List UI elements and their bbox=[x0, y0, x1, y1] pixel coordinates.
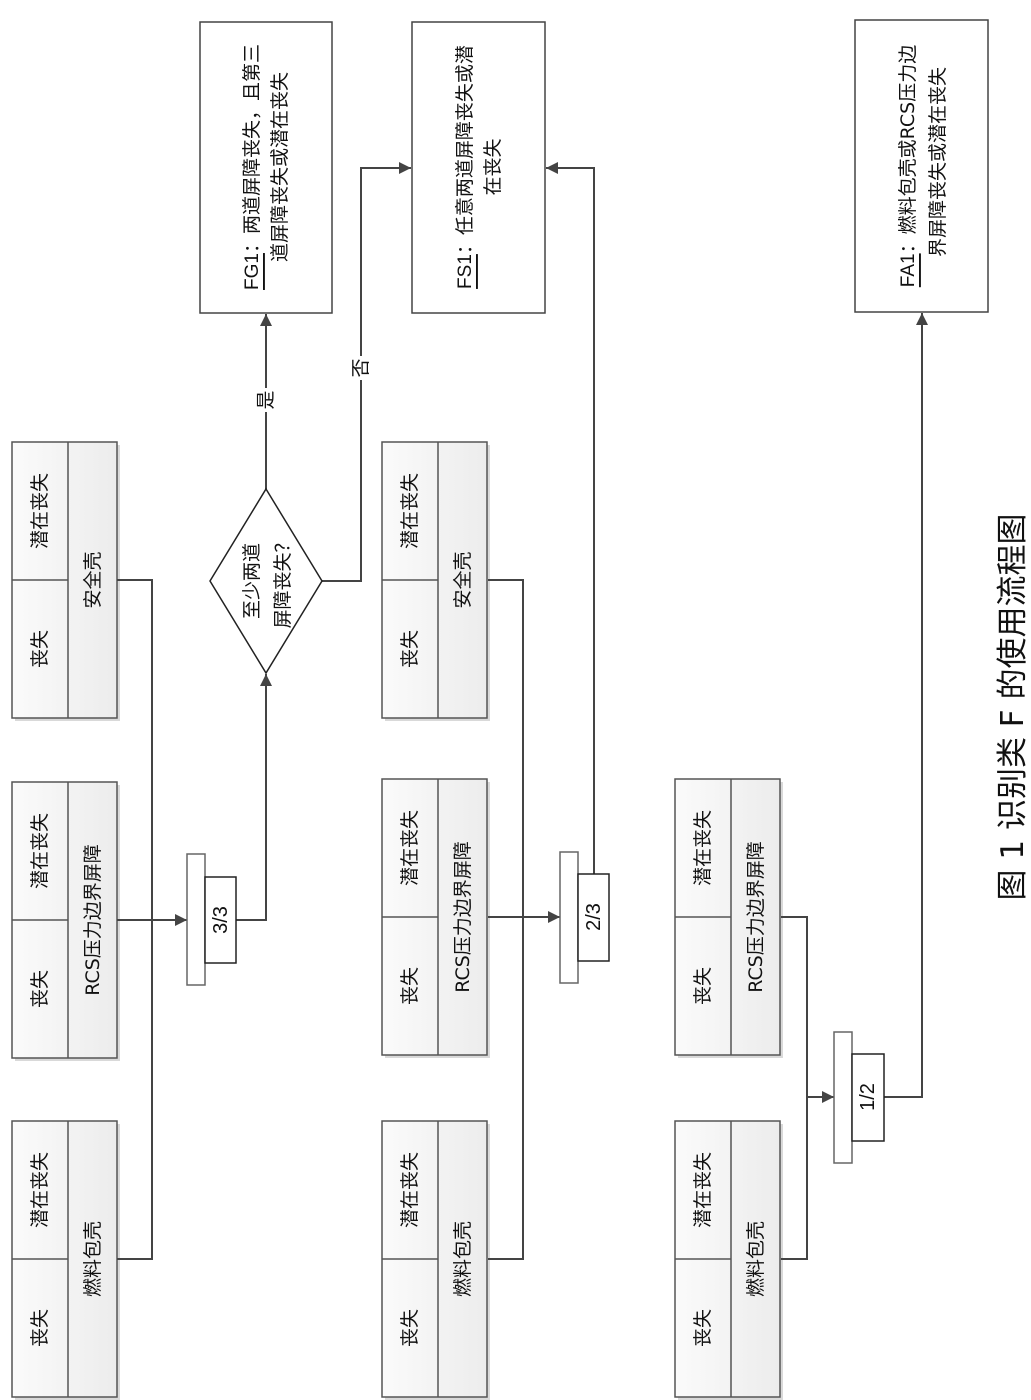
fg1-text: ：两道屏障丧失，且第三 bbox=[241, 44, 263, 253]
fg1-line1: FG1：两道屏障丧失，且第三 bbox=[241, 44, 263, 290]
decision-line2: 屏障丧失？ bbox=[272, 533, 294, 628]
potential-loss-cell: 潜在丧失 bbox=[692, 810, 714, 886]
yes-label: 是 bbox=[255, 390, 277, 409]
potential-loss-cell: 潜在丧失 bbox=[29, 473, 51, 549]
potential-loss-cell: 潜在丧失 bbox=[29, 1152, 51, 1228]
fs1-text: ：任意两道屏障丧失或潜 bbox=[454, 45, 476, 254]
outcome-fs1: FS1：任意两道屏障丧失或潜 在丧失 bbox=[411, 21, 546, 314]
barrier-name: 燃料包壳 bbox=[452, 1221, 474, 1297]
fa1-line1: FA1：燃料包壳或RCS压力边 bbox=[897, 45, 919, 287]
barrier-block-fuel-row3: 潜在丧失 丧失 燃料包壳 bbox=[674, 1120, 783, 1400]
fs1-line2: 在丧失 bbox=[482, 138, 504, 195]
barrier-block-fuel-row1: 潜在丧失 丧失 燃料包壳 bbox=[11, 1120, 120, 1400]
potential-loss-cell: 潜在丧失 bbox=[692, 1152, 714, 1228]
loss-cell: 丧失 bbox=[692, 967, 714, 1005]
barrier-name: 安全壳 bbox=[82, 551, 104, 608]
connector-row2-bus bbox=[488, 579, 524, 1260]
loss-cell: 丧失 bbox=[399, 630, 421, 668]
gate-label: 2/3 bbox=[583, 903, 605, 931]
potential-loss-cell: 潜在丧失 bbox=[399, 1152, 421, 1228]
barrier-name: 燃料包壳 bbox=[82, 1221, 104, 1297]
connector-row3-bus bbox=[781, 916, 808, 1260]
potential-loss-cell: 潜在丧失 bbox=[29, 813, 51, 889]
barrier-name: RCS压力边界屏障 bbox=[452, 841, 474, 993]
fa1-text: ：燃料包壳或RCS压力边 bbox=[897, 45, 919, 254]
arrow-gate-to-decision bbox=[236, 674, 272, 921]
yes-label-background bbox=[255, 388, 277, 412]
arrow-gate-to-fa1 bbox=[884, 313, 928, 1098]
barrier-name: RCS压力边界屏障 bbox=[745, 841, 767, 993]
gate-3of3: 3/3 bbox=[186, 853, 237, 986]
no-label: 否 bbox=[350, 358, 372, 377]
fa1-line2: 界屏障丧失或潜在丧失 bbox=[927, 67, 949, 257]
barrier-block-containment-row1: 潜在丧失 丧失 安全壳 bbox=[11, 441, 120, 721]
loss-cell: 丧失 bbox=[692, 1309, 714, 1347]
barrier-block-containment-row2: 潜在丧失 丧失 安全壳 bbox=[381, 441, 490, 721]
potential-loss-cell: 潜在丧失 bbox=[399, 473, 421, 549]
gate-label: 1/2 bbox=[857, 1083, 879, 1111]
outcome-fg1: FG1：两道屏障丧失，且第三 道屏障丧失或潜在丧失 bbox=[199, 21, 333, 314]
outcome-fa1: FA1：燃料包壳或RCS压力边 界屏障丧失或潜在丧失 bbox=[854, 19, 989, 313]
fg1-code: FG1 bbox=[242, 253, 263, 290]
gate-1of2: 1/2 bbox=[833, 1031, 885, 1164]
barrier-name: RCS压力边界屏障 bbox=[82, 844, 104, 996]
loss-cell: 丧失 bbox=[29, 1309, 51, 1347]
fs1-line1: FS1：任意两道屏障丧失或潜 bbox=[454, 45, 476, 289]
gate-2of3: 2/3 bbox=[559, 851, 610, 984]
no-label-background bbox=[350, 356, 372, 380]
barrier-block-rcs-row3: 潜在丧失 丧失 RCS压力边界屏障 bbox=[674, 778, 783, 1058]
decision-diamond: 至少两道 屏障丧失？ bbox=[209, 487, 323, 675]
decision-line1: 至少两道 bbox=[241, 543, 263, 619]
barrier-name: 燃料包壳 bbox=[745, 1221, 767, 1297]
loss-cell: 丧失 bbox=[29, 630, 51, 668]
gate-label: 3/3 bbox=[210, 906, 232, 934]
potential-loss-cell: 潜在丧失 bbox=[399, 810, 421, 886]
fa1-code: FA1 bbox=[898, 253, 919, 287]
loss-cell: 丧失 bbox=[29, 970, 51, 1008]
arrow-gate-to-fs1 bbox=[546, 162, 595, 874]
loss-cell: 丧失 bbox=[399, 967, 421, 1005]
fs1-code: FS1 bbox=[455, 254, 476, 289]
loss-cell: 丧失 bbox=[399, 1309, 421, 1347]
barrier-name: 安全壳 bbox=[452, 551, 474, 608]
barrier-block-rcs-row2: 潜在丧失 丧失 RCS压力边界屏障 bbox=[381, 778, 490, 1058]
barrier-block-rcs-row1: 潜在丧失 丧失 RCS压力边界屏障 bbox=[11, 781, 120, 1061]
barrier-block-fuel-row2: 潜在丧失 丧失 燃料包壳 bbox=[381, 1120, 490, 1400]
figure-caption: 图 1 识别类 F 的使用流程图 bbox=[995, 514, 1031, 901]
fg1-line2: 道屏障丧失或潜在丧失 bbox=[269, 72, 291, 262]
